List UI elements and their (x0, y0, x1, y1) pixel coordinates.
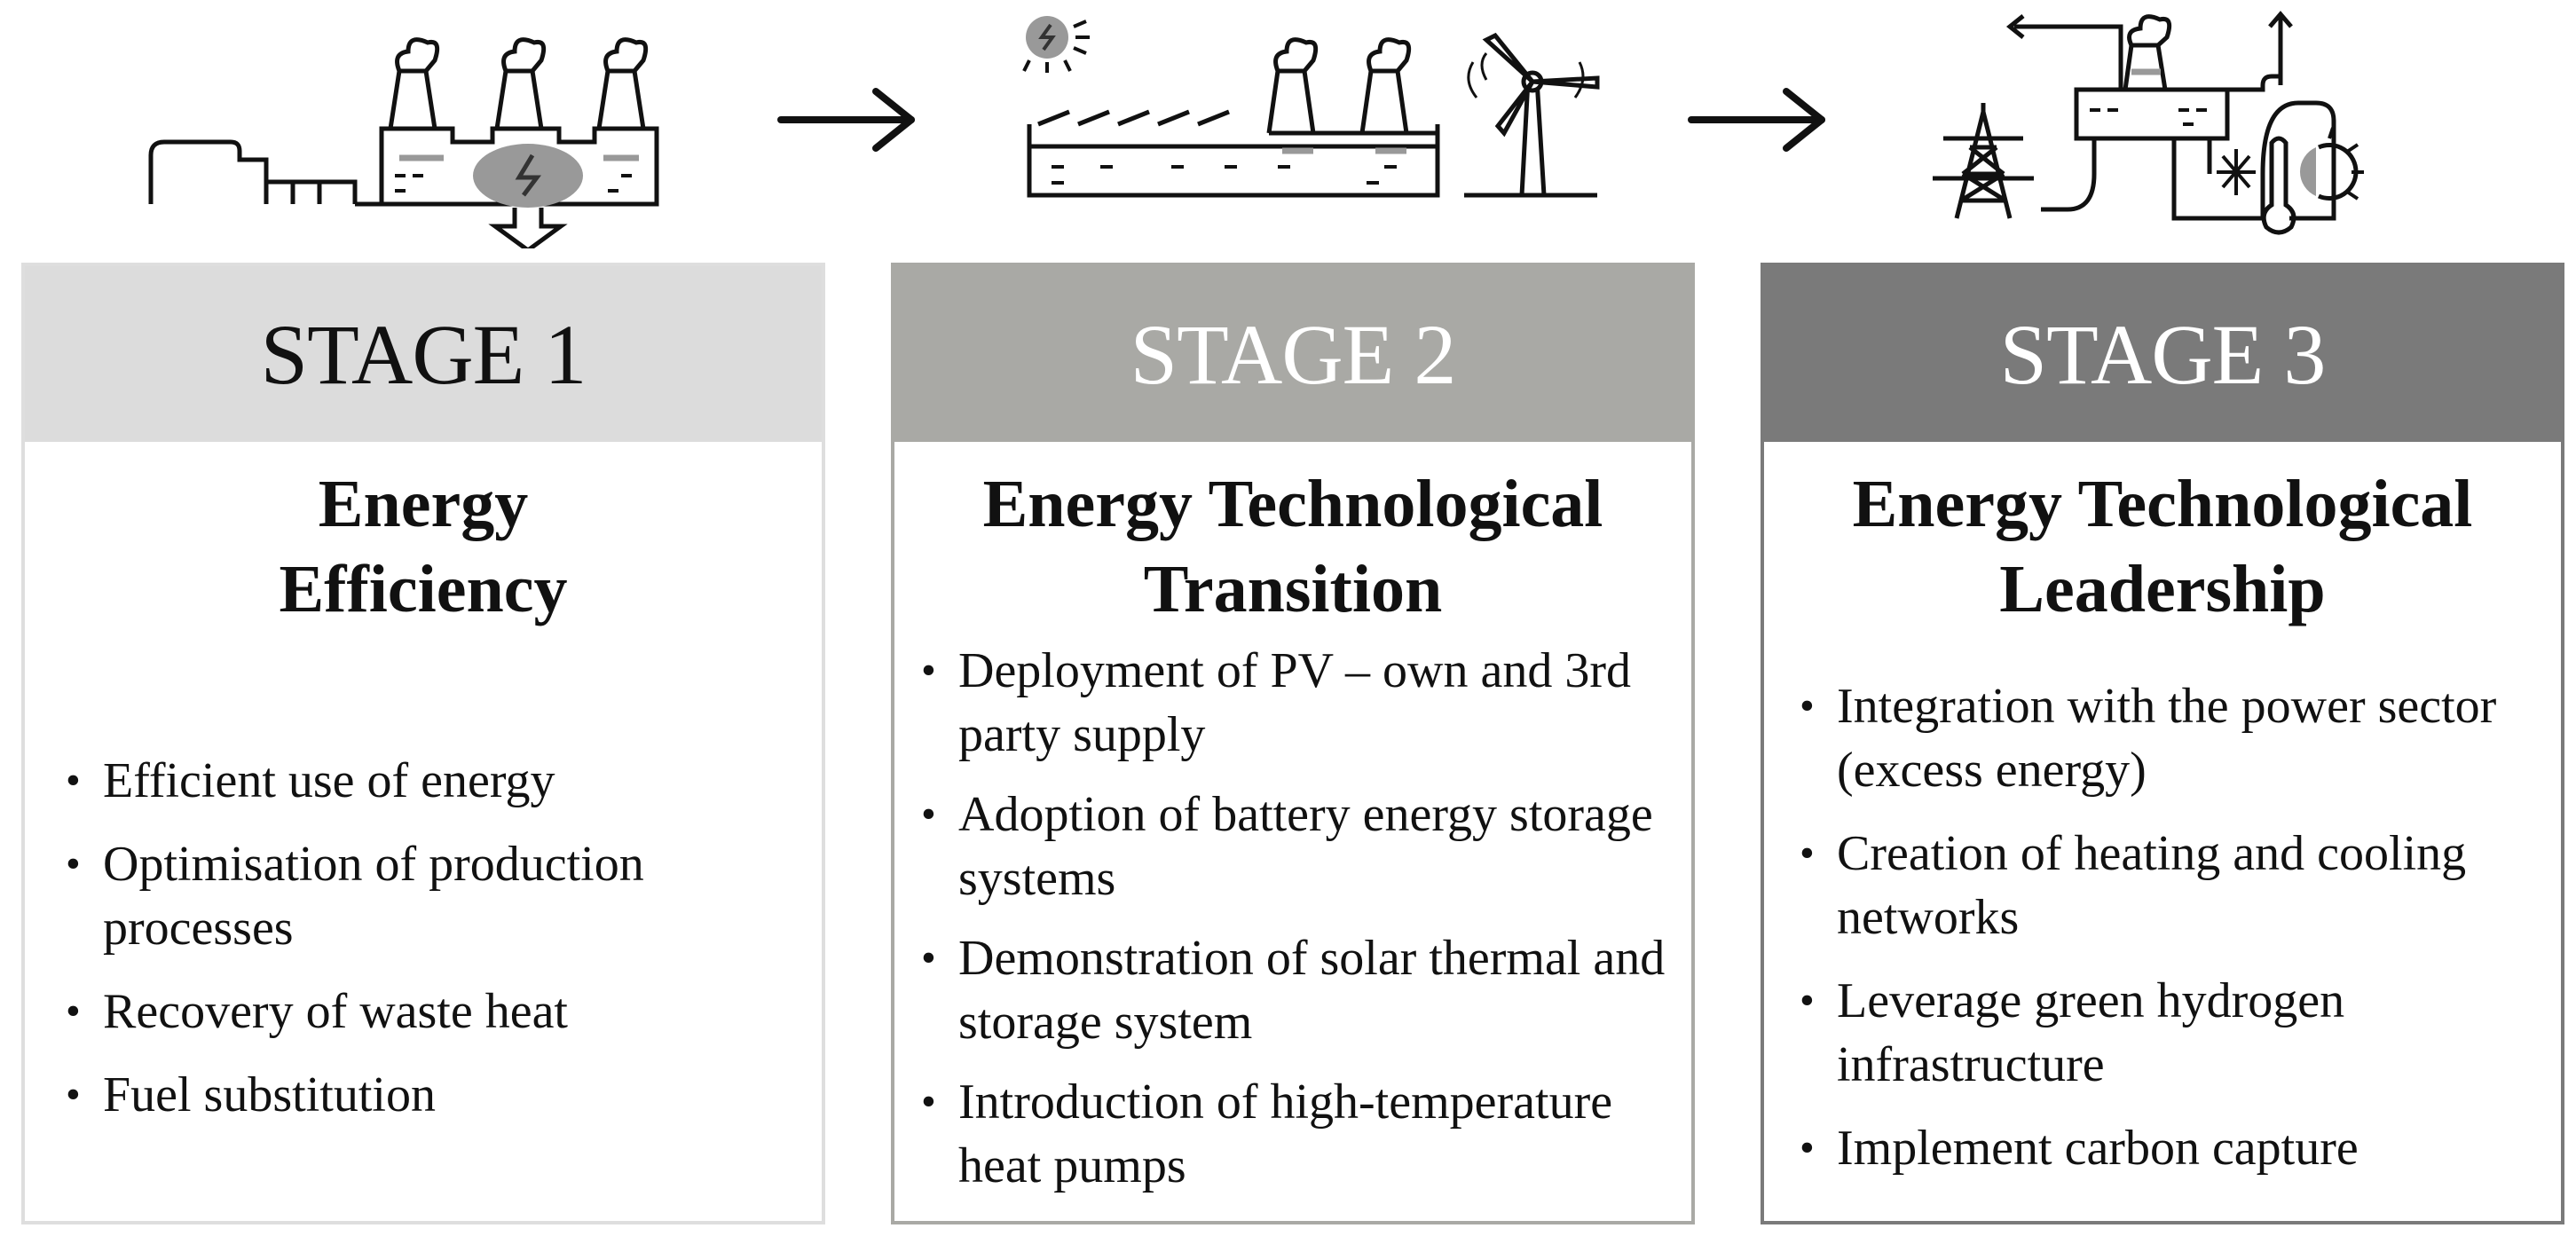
stage-2-title-line2: Transition (1143, 552, 1443, 626)
list-item: Efficient use of energy (66, 749, 804, 813)
list-item: Demonstration of solar thermal and stora… (921, 926, 1682, 1054)
stage-3-title: Energy Technological Leadership (1773, 461, 2552, 632)
factory-efficiency-icon (148, 37, 659, 248)
factory-grid-network-icon (1933, 11, 2364, 235)
icon-row (0, 0, 2576, 257)
stage-3-title-line1: Energy Technological (1852, 467, 2473, 541)
arrow-right-icon (1688, 88, 1825, 152)
list-item: Adoption of battery energy storage syste… (921, 783, 1682, 910)
stage-3-panel: STAGE 3 Energy Technological Leadership … (1761, 263, 2564, 1224)
stage-2-bullet-list: Deployment of PV – own and 3rd party sup… (921, 639, 1682, 1214)
stage-1-header: STAGE 1 (25, 266, 822, 442)
stage-2-title-line1: Energy Technological (982, 467, 1603, 541)
list-item: Fuel substitution (66, 1063, 804, 1127)
factory-solar-wind-icon (1022, 16, 1600, 198)
stage-2-header: STAGE 2 (894, 266, 1691, 442)
stage-3-title-line2: Leadership (1999, 552, 2326, 626)
list-item: Leverage green hydrogen infrastructure (1800, 969, 2543, 1097)
list-item: Creation of heating and cooling networks (1800, 822, 2543, 949)
list-item: Deployment of PV – own and 3rd party sup… (921, 639, 1682, 767)
list-item: Recovery of waste heat (66, 980, 804, 1043)
stage-1-panel: STAGE 1 Energy Efficiency Efficient use … (21, 263, 825, 1224)
stage-1-title-line1: Energy (318, 467, 529, 541)
stage-1-bullet-list: Efficient use of energy Optimisation of … (66, 749, 804, 1146)
list-item: Implement carbon capture (1800, 1116, 2543, 1180)
stage-1-title: Energy Efficiency (34, 461, 813, 632)
stage-3-header: STAGE 3 (1764, 266, 2561, 442)
stage-1-title-line2: Efficiency (279, 552, 568, 626)
stage-3-bullet-list: Integration with the power sector (exces… (1800, 674, 2543, 1200)
list-item: Integration with the power sector (exces… (1800, 674, 2543, 802)
arrow-right-icon (777, 88, 915, 152)
list-item: Optimisation of production processes (66, 832, 804, 960)
list-item: Introduction of high-temperature heat pu… (921, 1070, 1682, 1198)
stage-2-title: Energy Technological Transition (903, 461, 1682, 632)
stage-2-panel: STAGE 2 Energy Technological Transition … (891, 263, 1695, 1224)
